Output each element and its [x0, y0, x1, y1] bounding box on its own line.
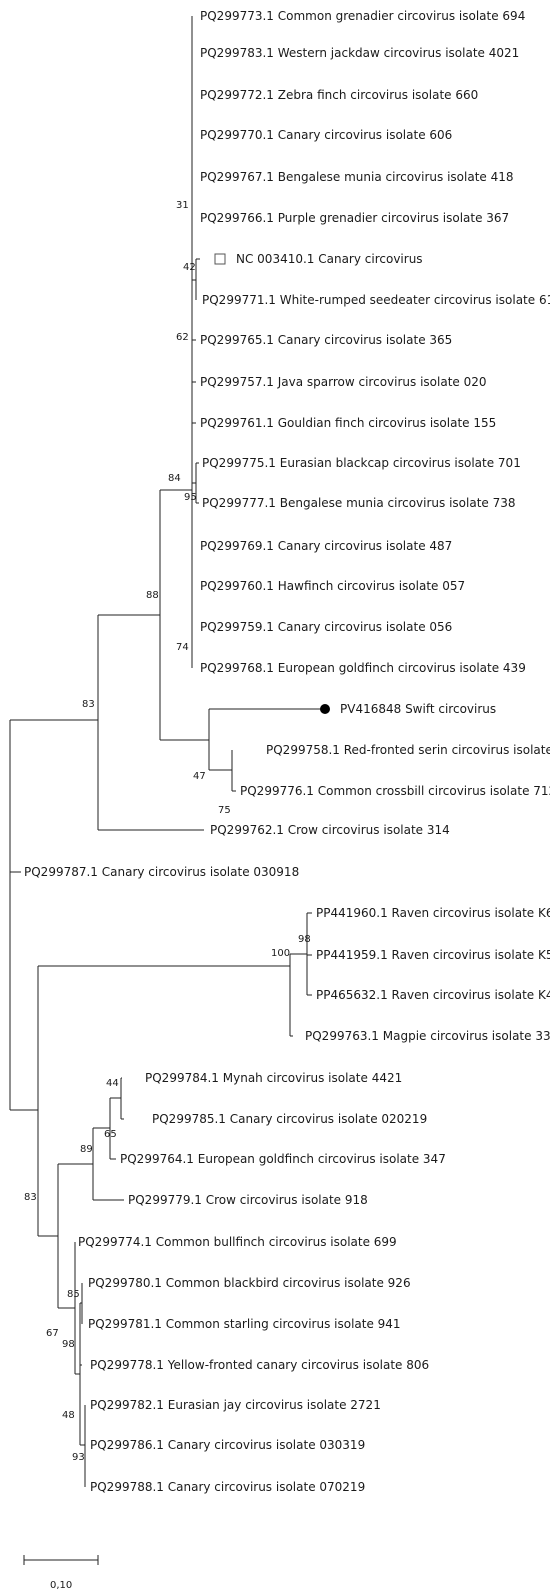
taxon-label-t23: PP441960.1 Raven circovirus isolate K6-C…	[316, 906, 550, 920]
taxon-label-t24: PP441959.1 Raven circovirus isolate K5-C…	[316, 948, 550, 962]
taxon-label-t3: PQ299772.1 Zebra finch circovirus isolat…	[200, 88, 478, 102]
taxon-label-t21: PQ299762.1 Crow circovirus isolate 314	[210, 823, 450, 837]
taxon-label-t26: PQ299763.1 Magpie circovirus isolate 338	[305, 1029, 550, 1043]
support-value: 74	[176, 642, 189, 653]
taxon-label-t37: PQ299788.1 Canary circovirus isolate 070…	[90, 1480, 365, 1494]
support-value: 89	[80, 1144, 93, 1155]
support-value: 67	[46, 1328, 59, 1339]
taxon-label-t36: PQ299786.1 Canary circovirus isolate 030…	[90, 1438, 365, 1452]
taxon-label-t11: PQ299761.1 Gouldian finch circovirus iso…	[200, 416, 496, 430]
taxon-label-t22: PQ299787.1 Canary circovirus isolate 030…	[24, 865, 299, 879]
taxon-label-t19: PQ299758.1 Red-fronted serin circovirus …	[266, 743, 550, 757]
taxon-label-t12: PQ299775.1 Eurasian blackcap circovirus …	[202, 456, 521, 470]
taxon-label-t33: PQ299781.1 Common starling circovirus is…	[88, 1317, 401, 1331]
taxon-label-t31: PQ299774.1 Common bullfinch circovirus i…	[78, 1235, 397, 1249]
taxon-label-t6: PQ299766.1 Purple grenadier circovirus i…	[200, 211, 509, 225]
taxon-label-t13: PQ299777.1 Bengalese munia circovirus is…	[202, 496, 516, 510]
support-value: 31	[176, 200, 189, 211]
support-value: 75	[218, 805, 231, 816]
scale-bar: 0,10	[23, 1555, 99, 1591]
support-value: 100	[271, 948, 290, 959]
taxon-label-t25: PP465632.1 Raven circovirus isolate K4-C…	[316, 988, 550, 1002]
support-value: 93	[72, 1452, 85, 1463]
support-value: 44	[106, 1078, 119, 1089]
support-value: 85	[67, 1289, 80, 1300]
taxon-label-t14: PQ299769.1 Canary circovirus isolate 487	[200, 539, 452, 553]
taxon-label-t8: PQ299771.1 White-rumped seedeater circov…	[202, 293, 550, 307]
taxon-label-t27: PQ299784.1 Mynah circovirus isolate 4421	[145, 1071, 402, 1085]
support-value: 95	[184, 492, 197, 503]
support-value: 65	[104, 1129, 117, 1140]
taxon-label-t29: PQ299764.1 European goldfinch circovirus…	[120, 1152, 446, 1166]
scale-bar-label: 0,10	[50, 1580, 72, 1591]
taxon-label-t7: NC 003410.1 Canary circovirus	[236, 252, 423, 266]
taxon-label-t9: PQ299765.1 Canary circovirus isolate 365	[200, 333, 452, 347]
support-value: 42	[183, 262, 196, 273]
support-value: 48	[62, 1410, 75, 1421]
taxon-label-t35: PQ299782.1 Eurasian jay circovirus isola…	[90, 1398, 381, 1412]
taxon-label-t1: PQ299773.1 Common grenadier circovirus i…	[200, 9, 525, 23]
support-value: 98	[62, 1339, 75, 1350]
taxon-label-t4: PQ299770.1 Canary circovirus isolate 606	[200, 128, 452, 142]
taxon-label-t34: PQ299778.1 Yellow-fronted canary circovi…	[90, 1358, 429, 1372]
taxon-label-t10: PQ299757.1 Java sparrow circovirus isola…	[200, 375, 487, 389]
tree-branches	[9, 16, 325, 1487]
taxon-label-t30: PQ299779.1 Crow circovirus isolate 918	[128, 1193, 368, 1207]
support-value: 47	[193, 771, 206, 782]
taxon-label-t18: PV416848 Swift circovirus	[340, 702, 496, 716]
support-value: 98	[298, 934, 311, 945]
taxon-label-t2: PQ299783.1 Western jackdaw circovirus is…	[200, 46, 519, 60]
taxon-label-t17: PQ299768.1 European goldfinch circovirus…	[200, 661, 526, 675]
support-value: 83	[24, 1192, 37, 1203]
open-square-icon	[214, 253, 226, 265]
taxon-label-t32: PQ299780.1 Common blackbird circovirus i…	[88, 1276, 411, 1290]
filled-circle-icon	[320, 704, 330, 714]
support-value: 84	[168, 473, 181, 484]
taxon-label-t20: PQ299776.1 Common crossbill circovirus i…	[240, 784, 550, 798]
support-value: 88	[146, 590, 159, 601]
taxon-labels: PQ299773.1 Common grenadier circovirus i…	[24, 9, 550, 1494]
taxon-label-t28: PQ299785.1 Canary circovirus isolate 020…	[152, 1112, 427, 1126]
taxon-markers	[214, 253, 330, 714]
taxon-label-t5: PQ299767.1 Bengalese munia circovirus is…	[200, 170, 514, 184]
support-value: 62	[176, 332, 189, 343]
support-value: 83	[82, 699, 95, 710]
taxon-label-t15: PQ299760.1 Hawfinch circovirus isolate 0…	[200, 579, 465, 593]
taxon-label-t16: PQ299759.1 Canary circovirus isolate 056	[200, 620, 452, 634]
